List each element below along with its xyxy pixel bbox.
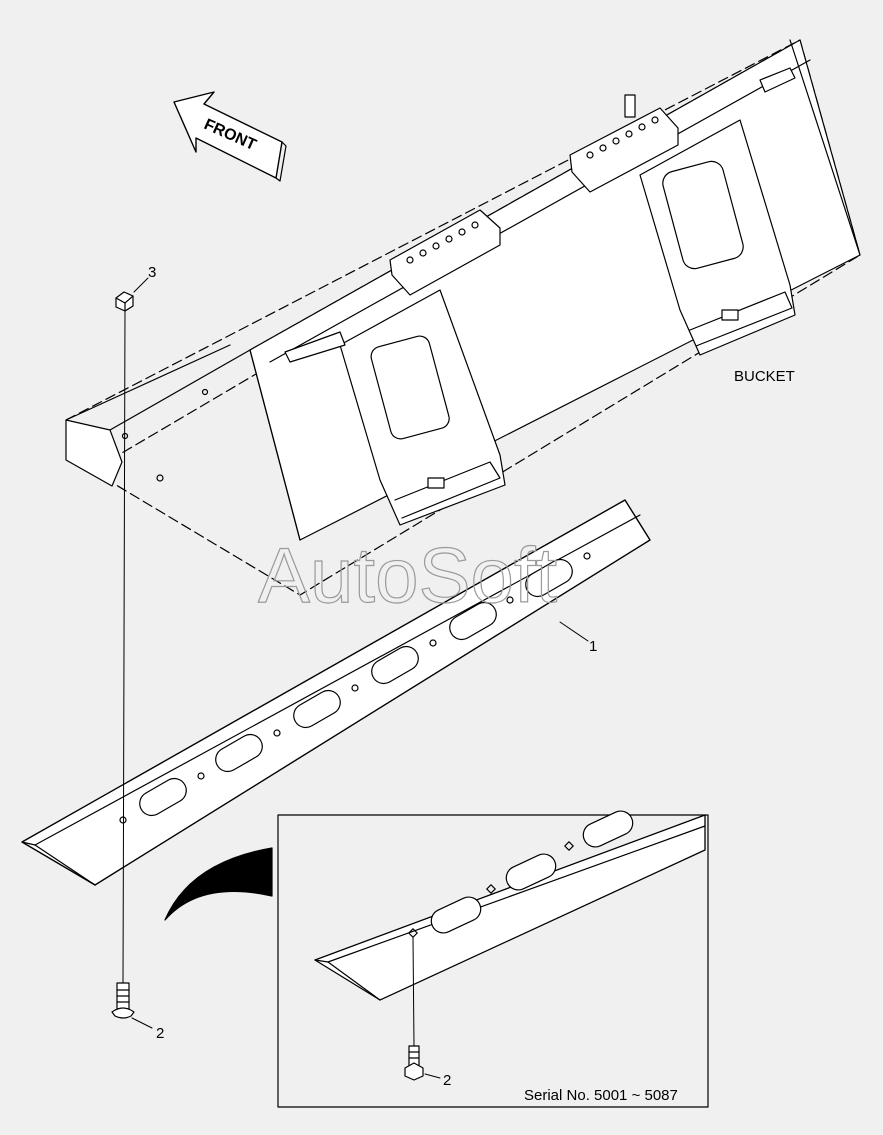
detail-bolt-part (404, 1045, 424, 1081)
callout-3: 3 (148, 264, 156, 281)
callout-2-detail: 2 (443, 1072, 451, 1089)
serial-note: Serial No. 5001 ~ 5087 (524, 1087, 678, 1104)
bucket-assembly (65, 39, 861, 596)
detail-pointer-icon (164, 847, 273, 921)
detail-box (277, 814, 709, 1108)
bucket-label: BUCKET (734, 368, 795, 385)
cutting-edge-part (21, 499, 651, 886)
detail-cutting-edge (314, 810, 706, 1001)
watermark-text: AutoSoft (258, 531, 558, 619)
front-arrow-icon (173, 91, 287, 182)
callout-1: 1 (589, 638, 597, 655)
bolt-part (111, 982, 135, 1019)
callout-2-main: 2 (156, 1025, 164, 1042)
nut-part (115, 291, 134, 312)
